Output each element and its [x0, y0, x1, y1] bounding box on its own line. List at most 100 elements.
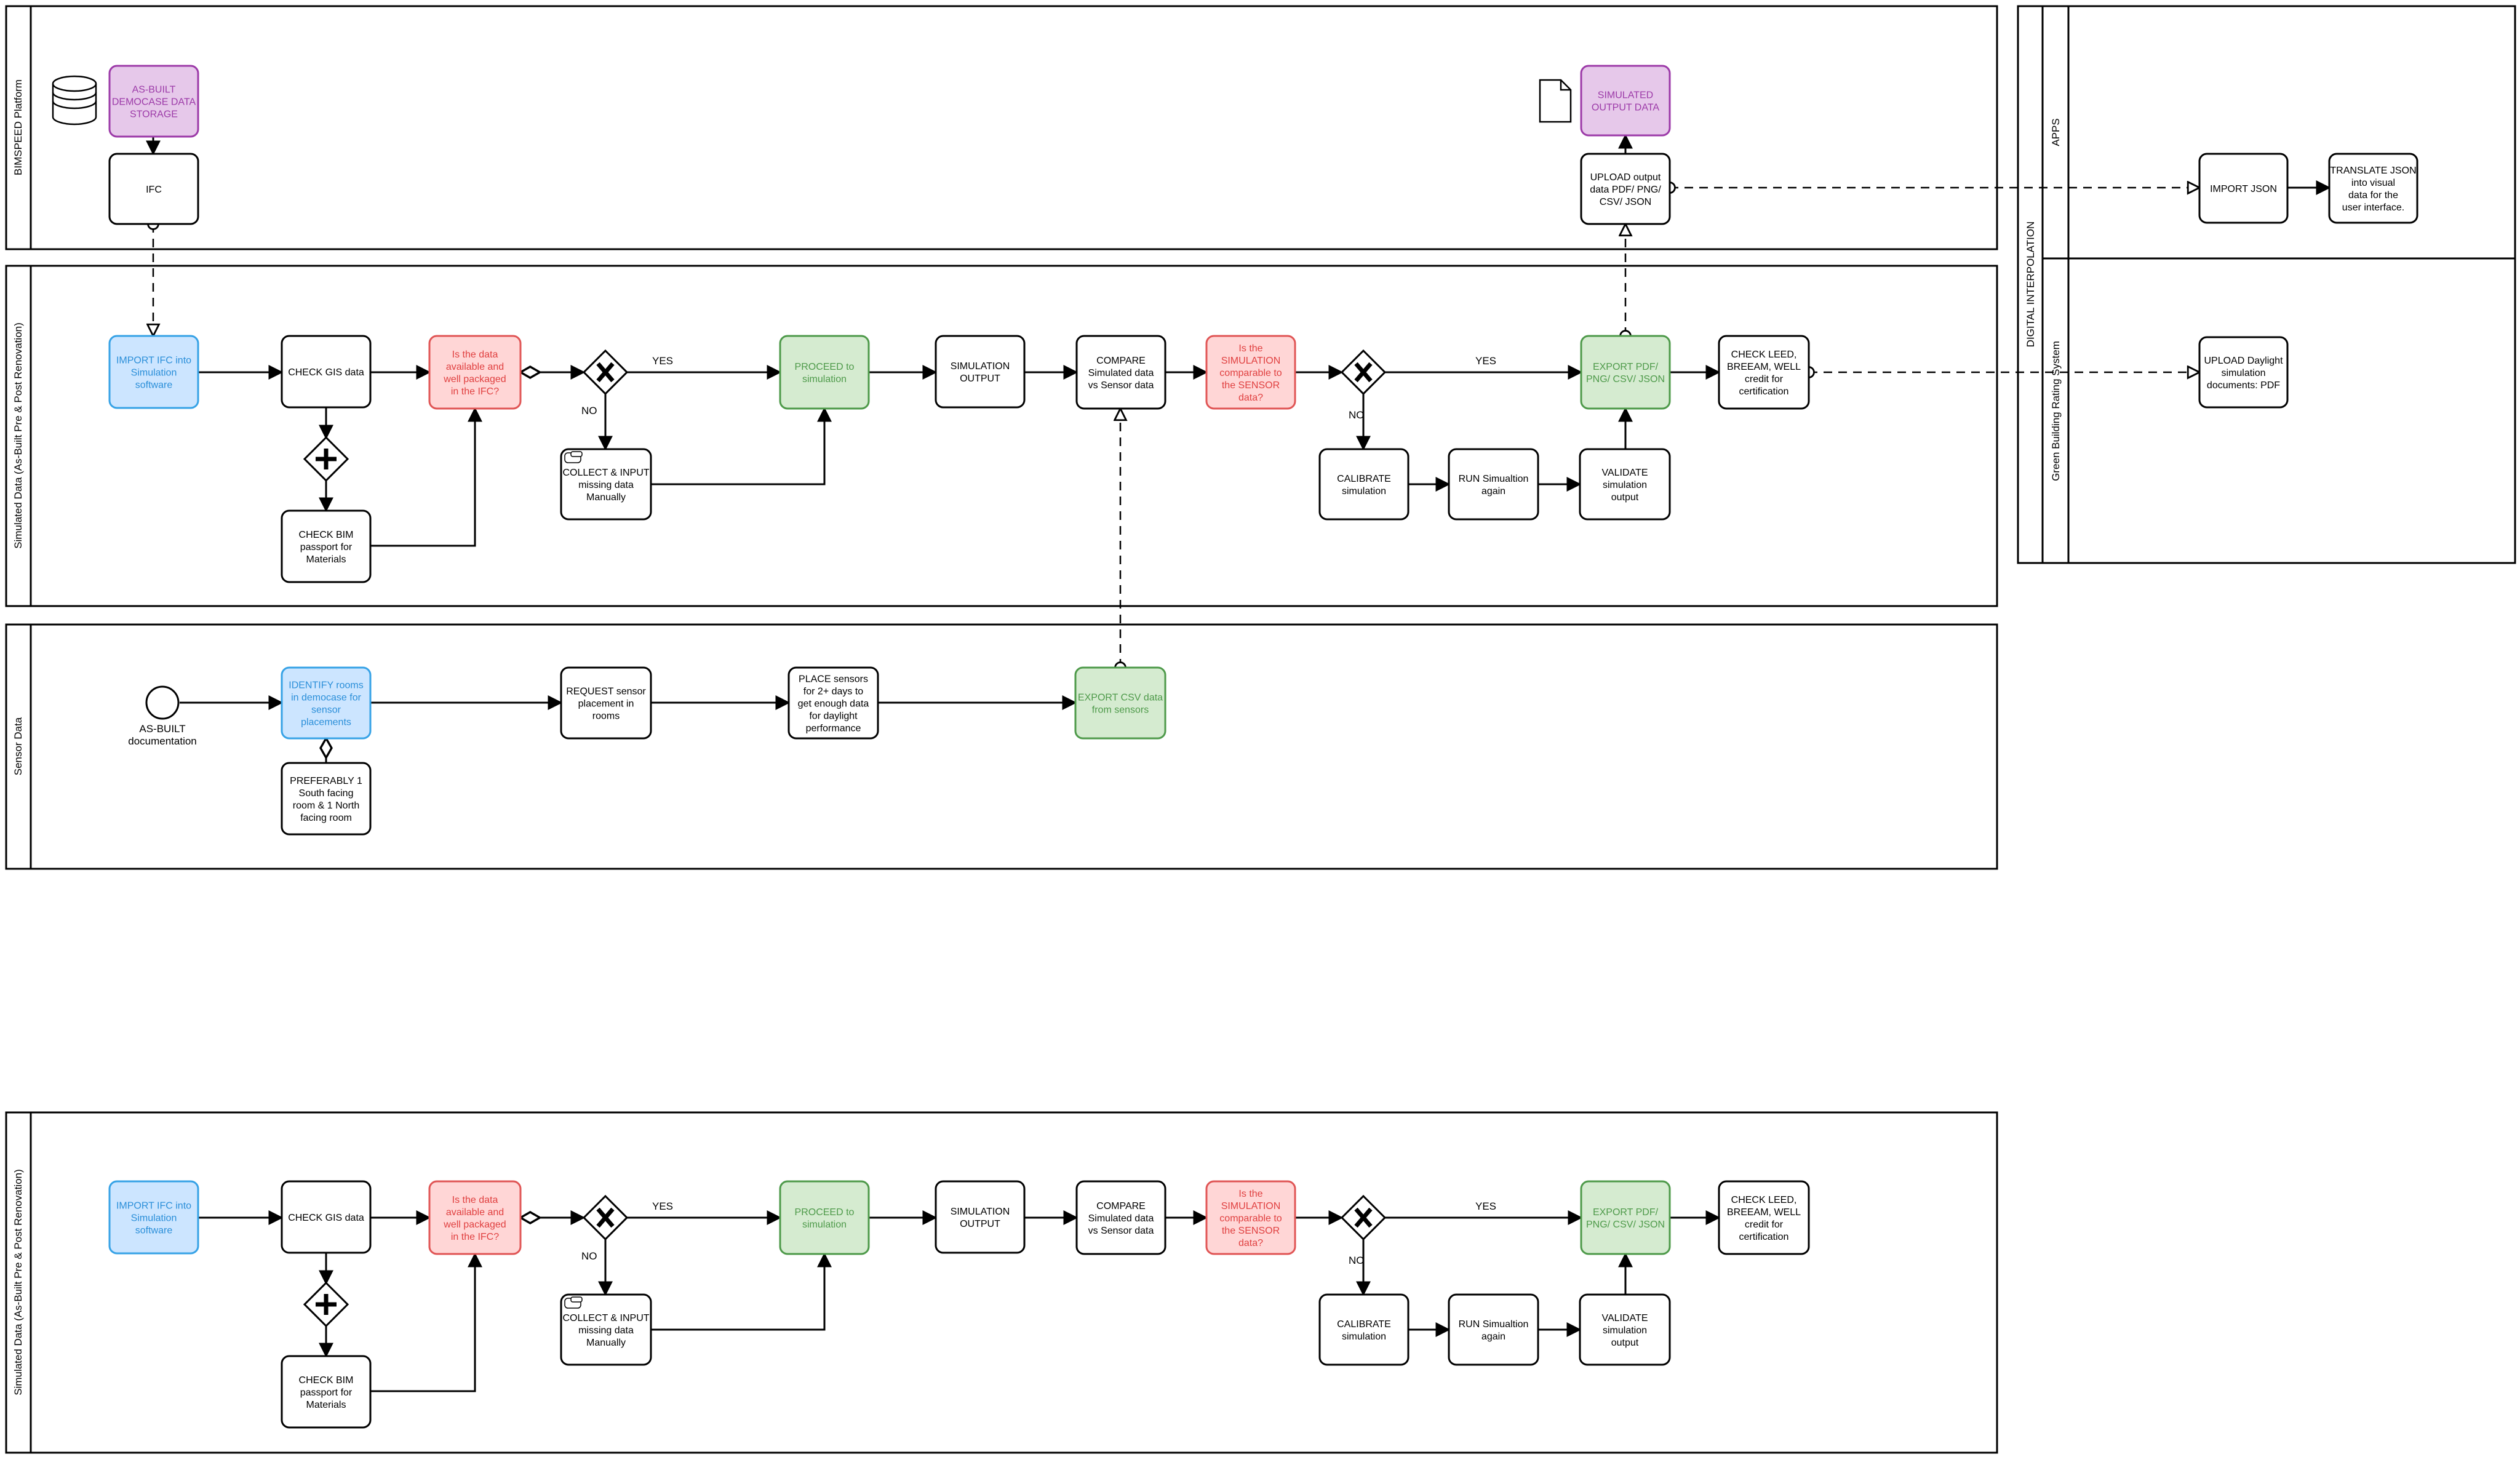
- yes-label: YES: [652, 355, 673, 367]
- exclusive-gateway[interactable]: [582, 349, 629, 396]
- pool-label-simulated-bottom: Simulated Data (As-Built Pre & Post Reno…: [12, 1169, 24, 1395]
- yes-label: YES: [1475, 355, 1496, 367]
- task-label: CHECK GIS data: [288, 1213, 364, 1223]
- lane-label-green: Green Building Rating System: [2050, 341, 2062, 481]
- exclusive-gateway[interactable]: [1340, 349, 1387, 396]
- document-icon: [1539, 79, 1572, 123]
- flow-labels: YES NO YES NO YES NO YES NO: [581, 355, 1496, 1266]
- start-event-caption: documentation: [128, 735, 197, 747]
- yes-label: YES: [652, 1200, 673, 1212]
- lane-label-apps: APPS: [2050, 118, 2062, 146]
- task-import-json[interactable]: IMPORT JSON: [2198, 153, 2289, 224]
- exclusive-gateway[interactable]: [1340, 1194, 1387, 1241]
- task-label: EXPORT PDF/PNG/ CSV/ JSON: [1586, 362, 1665, 385]
- pool-label-sensor: Sensor Data: [12, 717, 24, 775]
- task-check-gis[interactable]: CHECK GIS data: [281, 335, 372, 409]
- parallel-gateway[interactable]: [303, 1281, 349, 1328]
- task-ifc[interactable]: IFC: [108, 153, 199, 225]
- no-label: NO: [1349, 1255, 1365, 1266]
- task-label: IMPORT JSON: [2210, 184, 2277, 194]
- pool-label-bimspeed: BIMSPEED Platform: [12, 79, 24, 175]
- task-label: EXPORT PDF/PNG/ CSV/ JSON: [1586, 1207, 1665, 1230]
- parallel-gateway[interactable]: [303, 436, 349, 482]
- task-export-pdf[interactable]: EXPORT PDF/PNG/ CSV/ JSON: [1580, 1180, 1671, 1255]
- start-event-label: AS-BUILT: [139, 723, 185, 735]
- pool-label-simulated-top: Simulated Data (As-Built Pre & Post Reno…: [12, 322, 24, 549]
- sequence-flows: [146, 134, 2331, 1392]
- start-event[interactable]: [145, 685, 180, 720]
- task-check-gis[interactable]: CHECK GIS data: [281, 1180, 372, 1254]
- no-label: NO: [581, 405, 597, 417]
- pool-label-digital: DIGITAL INTERPOLATION: [2025, 222, 2036, 348]
- task-label: CHECK GIS data: [288, 367, 364, 378]
- manual-task-icon: [564, 451, 583, 463]
- yes-label: YES: [1475, 1200, 1496, 1212]
- manual-task-icon: [564, 1296, 583, 1309]
- pool-digital: DIGITAL INTERPOLATION APPS Green Buildin…: [2017, 5, 2516, 564]
- task-export-pdf[interactable]: EXPORT PDF/PNG/ CSV/ JSON: [1580, 335, 1671, 410]
- exclusive-gateway[interactable]: [582, 1194, 629, 1241]
